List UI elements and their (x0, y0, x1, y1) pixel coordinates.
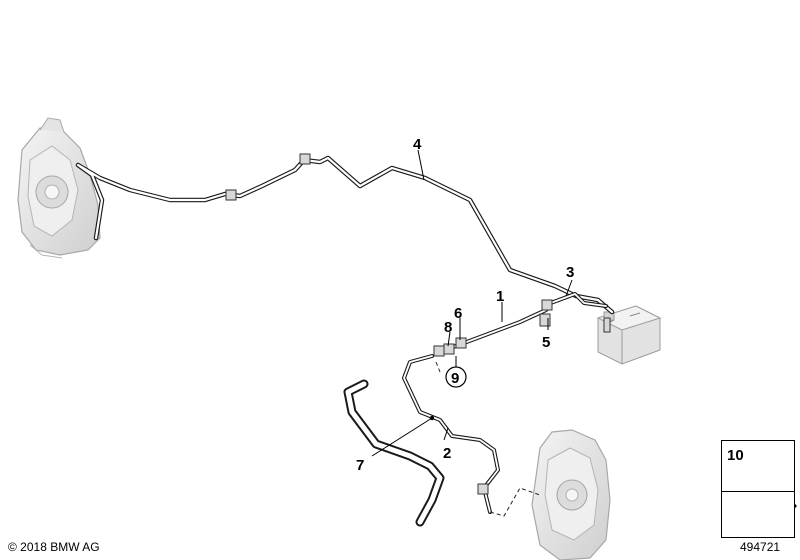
callout-9-circle (445, 366, 467, 388)
callout-8: 8 (444, 319, 452, 336)
brake-pipe-4 (75, 155, 615, 315)
callout-9: 9 (451, 370, 459, 387)
front-brake-caliper (17, 117, 101, 259)
copyright-text: © 2018 BMW AG (8, 540, 100, 554)
callout-7: 7 (356, 457, 364, 474)
legend-box: 10 (721, 440, 795, 538)
leader-lines (371, 149, 573, 457)
brake-lines (75, 155, 615, 527)
dashed-connectors (435, 361, 541, 517)
diagram-id: 494721 (740, 540, 781, 554)
callout-5: 5 (542, 334, 550, 351)
legend-divider (722, 491, 794, 492)
rear-brake-caliper (531, 429, 611, 560)
leader-dot (429, 415, 435, 421)
legend-number: 10 (727, 447, 744, 464)
callout-1: 1 (496, 288, 504, 305)
callout-2: 2 (443, 445, 451, 462)
hydraulic-unit (596, 305, 662, 365)
callout-4: 4 (413, 136, 422, 153)
fittings (225, 153, 611, 495)
callout-3: 3 (566, 264, 574, 281)
callout-6: 6 (454, 305, 462, 322)
